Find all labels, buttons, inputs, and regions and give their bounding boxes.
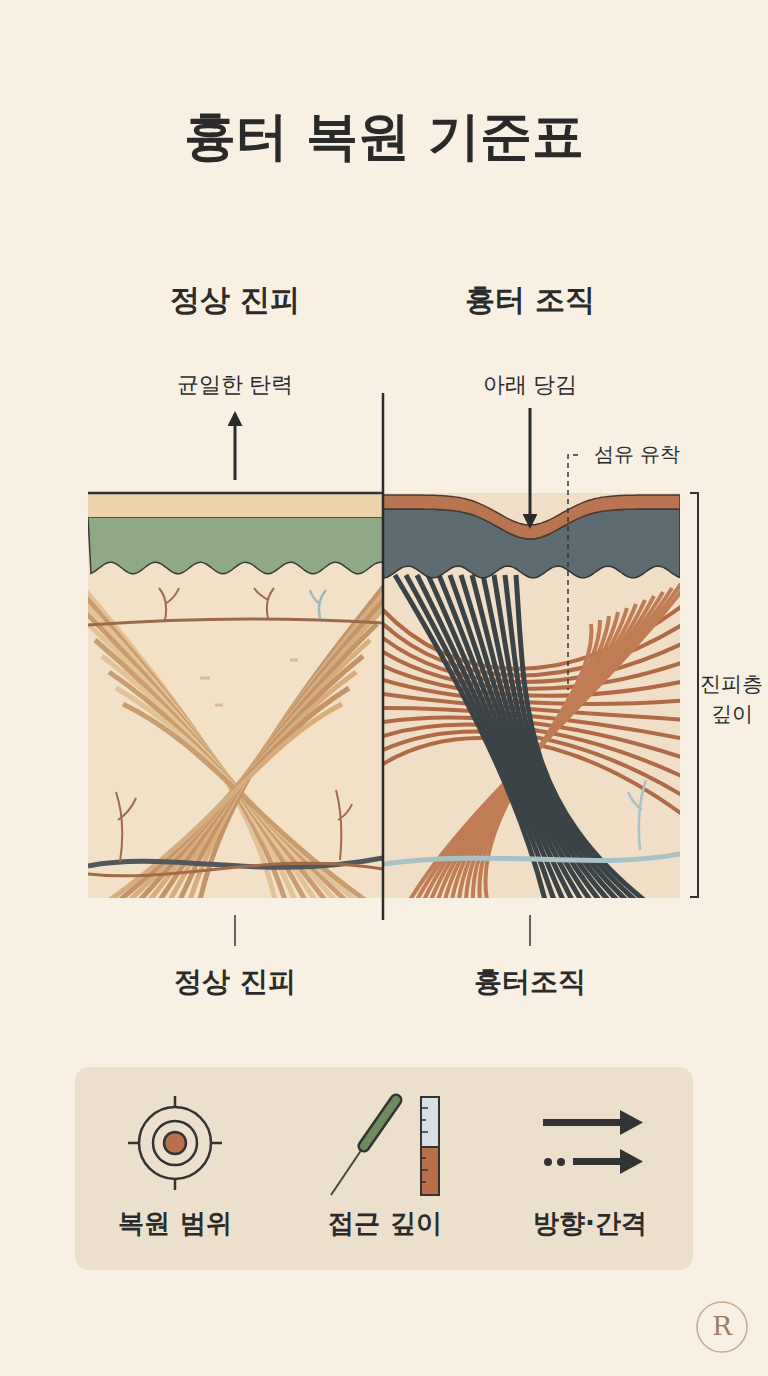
surface-line [88,492,383,495]
leader-tick [234,915,236,946]
force-label: 균일한 탄력 [177,372,294,398]
scar-fiber [417,575,563,898]
legend-panel: 복원 범위 접근 깊이 방향·간격 [75,1067,693,1270]
region-label: 정상 진피 [174,965,296,999]
leader-line [568,455,578,690]
leader-tick [529,915,531,946]
green-layer [88,517,383,574]
blood-vessel [88,863,383,876]
watermark: R [712,1311,732,1342]
divider-line [382,393,385,920]
capillary [628,780,646,850]
capillary [116,588,352,862]
capillary [310,590,326,618]
scar-fiber [494,575,626,898]
region-label: 흉터조직 [474,965,586,999]
scar-tissue-figure [383,493,680,898]
scar-fiber [516,575,644,898]
icon-caption: 접근 깊이 [328,1208,441,1239]
logo-ring [697,1302,747,1352]
icon-caption: 방향·간격 [533,1208,647,1239]
callout-label: 섬유 유착 [594,442,680,466]
normal-dermis-figure [88,493,383,898]
blood-vessel [383,852,680,864]
column-heading: 흉터 조직 [465,282,595,318]
cell-dot [200,660,298,705]
column-heading: 정상 진피 [170,282,300,318]
down-arrow [529,408,532,526]
force-label: 아래 당김 [483,372,578,398]
icon-caption: 복원 범위 [118,1208,231,1239]
page-title: 흉터 복원 기준표 [184,105,584,167]
dimension-label: 진피층 깊이 [700,669,763,730]
scar-fiber [505,575,635,898]
epidermis-band [88,493,383,517]
blood-vessel [88,619,383,625]
depth-bracket [690,493,698,897]
up-arrow [234,414,237,480]
